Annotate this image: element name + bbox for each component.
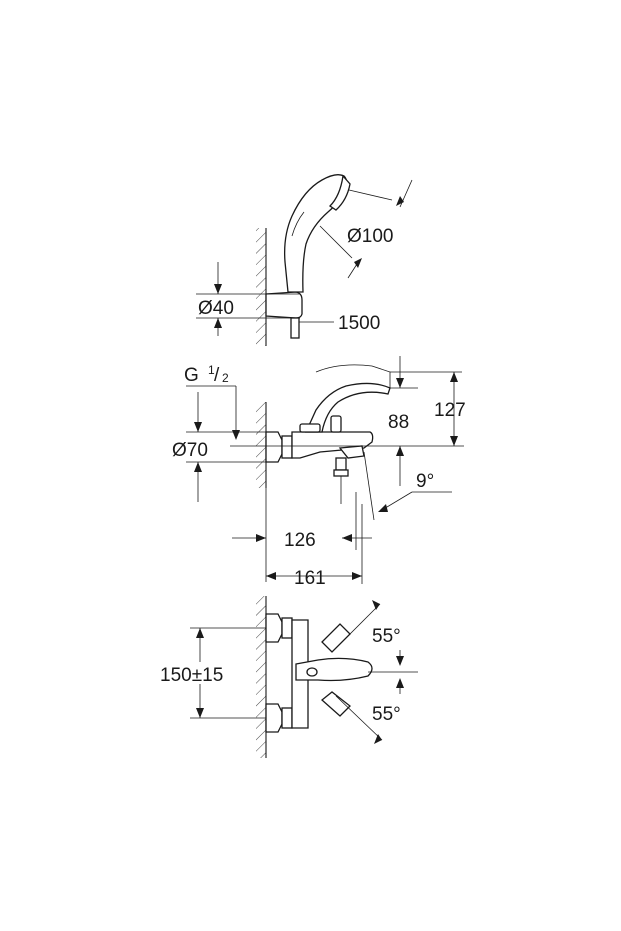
dim161-arrow1 [266,572,276,580]
hose-stub [290,317,300,339]
dim150-arrow2 [196,708,204,718]
mixer-body [291,431,374,459]
dim150-arrow1 [196,628,204,638]
angle55-up-label: 55° [372,626,401,647]
handle-detail [291,211,305,237]
nut [281,435,293,459]
thread-label-slash: / [214,365,220,386]
wall-hatch-mid [256,402,266,488]
lower-nut [281,707,293,729]
dim88-arrow2 [396,446,404,456]
angle55-down-ext [335,695,383,741]
dim88-arrow1 [396,378,404,388]
dim88-label: 88 [388,412,409,433]
hand-shower-body [284,174,348,293]
dia100-arrow1 [396,196,404,206]
angle9-label: 9° [416,471,434,492]
angle55-up-ext [335,603,381,649]
dia100-label: Ø100 [347,226,393,247]
wall-hatch-bottom [256,596,266,758]
hand-shower-face [328,174,351,211]
angle9-arrow [378,504,388,512]
angle55-up-arrow [372,600,380,610]
angle9-ext [363,451,375,521]
dim127-arrow2 [450,436,458,446]
dia100-arrow2 [354,258,362,268]
hose-outlet-nut [333,469,349,477]
dim161-label: 161 [294,568,326,589]
dim150-label-bg [158,662,240,684]
dia100-leader2 [319,225,353,259]
dim161-arrow2 [352,572,362,580]
spout [338,445,365,459]
dim127-label: 127 [434,400,466,421]
side-view: G 1 / 2 Ø70 88 127 9° [172,356,466,589]
rosette [265,431,283,463]
front-lever-cap [306,667,318,677]
angle55-down-arrow [374,734,382,744]
front-view: 150±15 55° 55° [158,596,418,758]
thread-label-g: G [184,365,199,386]
dia100-leader1 [348,189,393,201]
dim150-label: 150±15 [160,665,223,686]
angle55-down-arrow2 [396,678,404,688]
dia70-arrow1 [194,422,202,432]
lower-rosette [265,703,283,733]
dia40-arrow2 [214,318,222,328]
upper-nut [281,617,293,639]
diverter-knob [330,415,342,433]
dia70-label: Ø70 [172,440,208,461]
hose-length-label: 1500 [338,313,380,334]
dia70-arrow2 [194,462,202,472]
thread-label-den: 2 [222,371,229,385]
dim126-arrow1 [256,534,266,542]
body-cap [299,423,321,433]
dim126-arrow2 [342,534,352,542]
dim126-label: 126 [284,530,316,551]
hand-shower-view: Ø100 Ø40 1500 [196,174,413,346]
angle55-down-label: 55° [372,704,401,725]
lever-ghost-lower [320,691,351,717]
dim127-arrow1 [450,372,458,382]
thread-label-num: 1 [208,363,215,377]
angle9-leader [381,491,413,511]
thread-arrow [232,430,240,440]
wall-holder [265,291,303,319]
hose-outlet [335,457,347,471]
dia40-label: Ø40 [198,298,234,319]
upper-rosette [265,613,283,643]
wall-hatch-top [256,228,266,346]
angle55-up-arrow2 [396,656,404,666]
lever-raised-outline [315,364,391,388]
dia100-ext2 [347,263,358,279]
dia40-arrow1 [214,284,222,294]
